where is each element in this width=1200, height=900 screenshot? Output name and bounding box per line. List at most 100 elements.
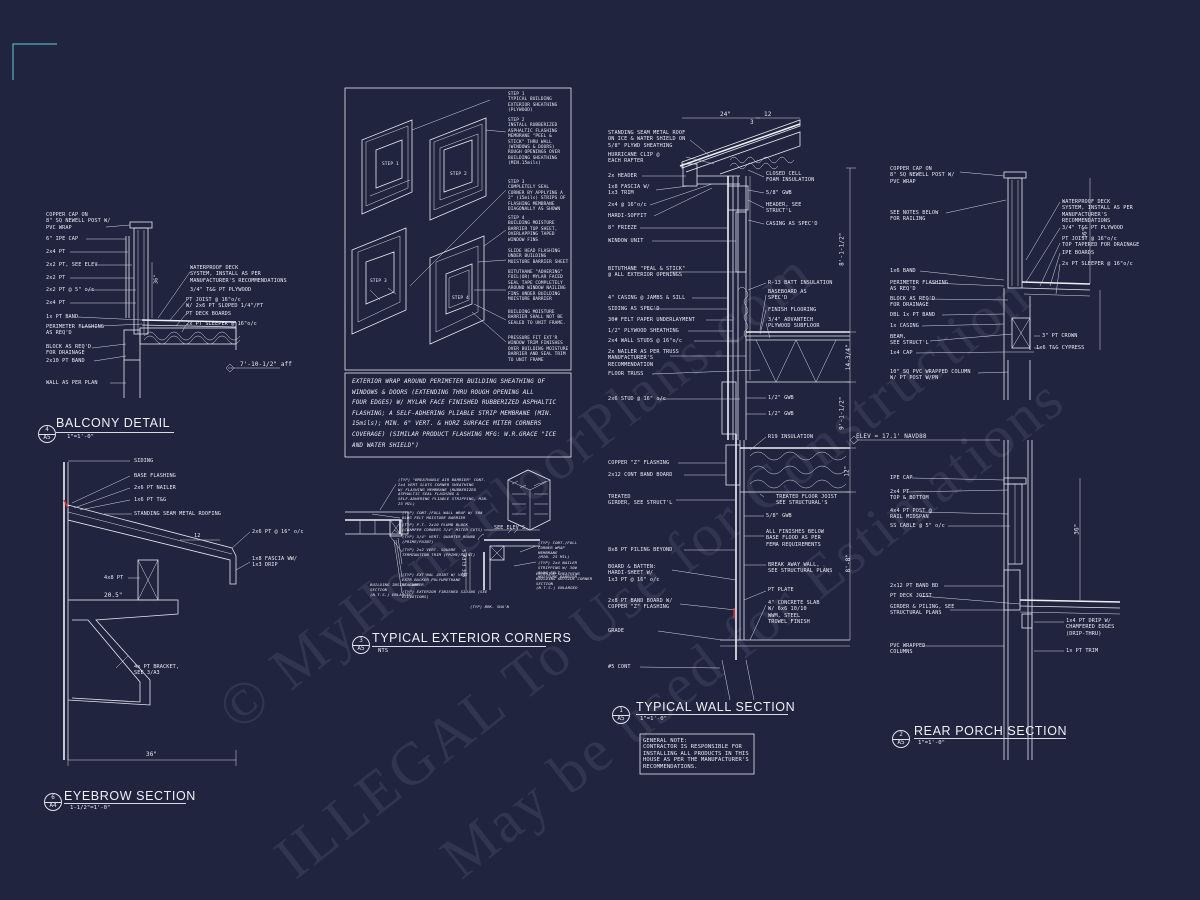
eyebrow-dim-20-5: 20.5" [104, 592, 123, 599]
step-label-1: STEP 1 [382, 162, 399, 167]
wall-dim-band: 12" [843, 465, 851, 477]
eyebrow-note-metal-roofing: STANDING SEAM METAL ROOFING [134, 511, 222, 517]
wall-note-piling: 8x8 PT PILING BEYOND [608, 547, 673, 553]
corner-note-corner-wrap: (TYP) CONT./FULL CORNER WRAP MEMBRANE (M… [538, 540, 578, 560]
corners-bubble: 3 A5 [352, 636, 370, 654]
sheet-corner-mark [12, 43, 57, 80]
wall-dim-upper-height: 8'-1-1/2" [838, 232, 846, 266]
wall-note-subfloor: 3/4" ADVANTECH PLYWOOD SUBFLOOR [768, 317, 820, 330]
porch-note-column: 10" SQ PVC WRAPPED COLUMN W/ PT POST W/P… [890, 369, 971, 382]
porch-drawing [905, 171, 1121, 760]
porch-note-block: BLOCK AS REQ'D FOR DRAINAGE [890, 296, 936, 309]
porch-note-pt-joist: PT JOIST @ 16"o/c TOP TAPERED FOR DRAINA… [1062, 236, 1140, 249]
wall-note-nailer: 2x NAILER AS PER TRUSS MANUFACTURER'S RE… [608, 349, 679, 368]
eyebrow-dim-36: 36" [146, 751, 158, 758]
step-note-2: STEP 2 INSTALL RUBBERIZED ASPHALTIC FLAS… [508, 118, 561, 167]
wall-dim-break-wall: 8'-8" [845, 553, 853, 573]
wall-note-casing-spec: CASING AS SPEC'D [766, 221, 818, 227]
eyebrow-section-sheet: A4 [49, 802, 57, 809]
wall-dim-12: 12 [764, 111, 772, 118]
porch-note-plywood: 3/4" T&G PT PLYWOOD [1062, 225, 1124, 231]
wall-note-2x6-stud: 2x6 STUD @ 16" o/c [608, 396, 667, 402]
step-label-2: STEP 2 [450, 172, 467, 177]
porch-note-beam: BEAM, SEE STRUCT'L [890, 334, 929, 347]
porch-note-deck-joist: PT DECK JOIST [890, 593, 932, 599]
wall-note-fema: ALL FINISHES BELOW BASE FLOOD AS PER FEM… [766, 529, 825, 548]
balcony-note-2x2-pt: 2x2 PT [46, 275, 66, 281]
porch-note-casing: 1x CASING [890, 323, 920, 329]
porch-section-scale: 1"=1'-0" [918, 740, 945, 746]
eyebrow-drawing [63, 460, 251, 766]
wall-section-scale: 1"=1'-0" [640, 716, 667, 722]
eyebrow-dim-12: 12 [194, 533, 201, 539]
wall-note-r13: R-13 BATT INSULATION [768, 280, 833, 286]
porch-section-bubble: 2 A5 [892, 730, 910, 748]
wall-note-grade: GRADE [608, 628, 625, 634]
porch-note-ipe-boards: IPE BOARDS [1062, 250, 1095, 256]
wall-dim-24: 24" [720, 111, 732, 118]
corner-see-elevs: SEE ELEV'S [494, 525, 526, 531]
corner-note-quarter-round: (TYP) 5/4" VERT. QUARTER ROUND (PRIME/PA… [402, 534, 476, 544]
balcony-note-wall-as-per-plan: WALL AS PER PLAN [46, 380, 98, 386]
wall-note-baseboard: BASEBOARD AS SPEC'D [768, 289, 807, 302]
eyebrow-note-siding: SIDING [134, 458, 154, 464]
balcony-note-sleeper: 2x PT SLEEPER @ 16"o/c [186, 321, 257, 327]
eyebrow-note-bracket: 4x PT BRACKET, SEE 3/A3 [134, 664, 180, 677]
wall-note-girder: TREATED GIRDER, SEE STRUCT'L [608, 494, 673, 507]
balcony-detail-bubble: 4 A5 [38, 425, 56, 443]
step-note-1: STEP 1 TYPICAL BUILDING EXTERIOR SHEATHI… [508, 92, 558, 114]
wall-note-break-away: BREAK AWAY WALL, SEE STRUCTURAL PLANS [768, 562, 833, 575]
balcony-dim-36: 36" [153, 274, 160, 285]
wall-dim-floor-depth: 14-3/4" [844, 344, 852, 371]
wall-note-pt-band: 2x8 PT BAND BOARD W/ COPPER "Z" FLASHING [608, 598, 673, 611]
step-note-6: BITUTHANE "ADHERING" FOIL(OR) MYLAR FACE… [508, 270, 566, 303]
balcony-elevation-aff: 7'-10-1/2" aff [240, 361, 292, 368]
porch-note-ss-cable: SS CABLE @ 5" o/c [890, 523, 945, 529]
wall-elevation-navd88: ELEV = 17.1' NAVD88 [856, 433, 927, 440]
corners-number: 3 [359, 637, 363, 644]
wall-note-floor-joist: TREATED FLOOR JOIST SEE STRUCTURAL'S [776, 494, 838, 507]
corner-note-wall-wrap: (TYP) CONT./FULL WALL WRAP W/ 30# BLDG F… [402, 510, 483, 520]
wall-note-gwb-half-1: 1/2" GWB [768, 395, 794, 401]
porch-note-pvc-columns: PVC WRAPPED COLUMNS [890, 643, 926, 656]
wall-dim-lower-height: 9'-1-1/2" [838, 396, 846, 430]
balcony-note-plywood: 3/4" T&G PT PLYWOOD [190, 287, 252, 293]
corner-note-sealant: (TYP) EXT'NAL JOINT W/ VERT EXTR BACKER … [402, 572, 468, 587]
step-note-7: BUILDING MOISTURE BARRIER SHALL NOT BE S… [508, 310, 566, 326]
step-label-3: STEP 3 [370, 279, 387, 284]
corner-note-plumb-block: (TYP) P.T. 2x10 PLUMB BLOCK (CHAMFER COR… [402, 522, 483, 532]
wall-note-hurricane-clip: HURRICANE CLIP @ EACH RAFTER [608, 152, 660, 165]
balcony-note-1x-pt-band: 1x PT BAND [46, 314, 79, 320]
wall-dim-3: 3 [750, 119, 754, 126]
corner-outside-caption: EXTERIOR SHEATHING BUILDING OUTSIDE CORN… [536, 571, 593, 591]
corner-see-elevs-side: SEE ELEV'S [462, 549, 468, 578]
eyebrow-section-title: EYEBROW SECTION [64, 789, 196, 803]
step-note-3: STEP 3 COMPLETELY SEAL CORNER BY APPLYIN… [508, 180, 566, 213]
balcony-drawing [70, 221, 280, 398]
balcony-note-2x4-pt-lower: 2x4 PT [46, 300, 66, 306]
porch-note-1x6-band: 1x6 BAND [890, 268, 916, 274]
wall-note-gwb-58: 5/8" GWB [766, 190, 792, 196]
corner-note-nailer: (TYP) 2x4 NAILER STRIPPING W/ 30# BLDG F… [538, 560, 578, 580]
balcony-note-2x2-see-elev: 2x2 PT, SEE ELEV [46, 262, 98, 268]
step-note-8: PRESSURE FIT EXT'R WINDOW TRIM FINISHES … [508, 336, 569, 363]
balcony-note-perimeter-flashing: PERIMETER FLASHING AS REQ'D [46, 324, 105, 337]
wall-note-slab: 4" CONCRETE SLAB W/ 6x6 10/10 WWM, STEEL… [768, 600, 820, 626]
step-note-5: SLIDE HEAD FLASHING UNDER BUILDING MOIST… [508, 249, 569, 265]
corner-note-termination-trim: (TYP) 2x2 VERT. SQUARE TERMINATION TRIM … [402, 547, 476, 557]
porch-section-number: 2 [899, 731, 903, 738]
porch-note-crown: 3" PT CROWN [1042, 333, 1078, 339]
wall-note-hardi-soffit: HARDI-SOFFIT [608, 213, 647, 219]
wall-note-studs: 2x4 WALL STUDS @ 16"o/c [608, 338, 683, 344]
corners-title: TYPICAL EXTERIOR CORNERS [372, 631, 572, 645]
porch-note-perimeter-flashing: PERIMETER FLASHING AS REQ'D [890, 280, 949, 293]
balcony-detail-sheet: A5 [43, 434, 51, 441]
porch-note-dbl-band: DBL 1x PT BAND [890, 312, 936, 318]
wall-note-sheathing: 1/2" PLYWOOD SHEATHING [608, 328, 679, 334]
porch-note-sleeper: 2x PT SLEEPER @ 16"o/c [1062, 261, 1133, 267]
wall-note-fascia: 1x8 FASCIA W/ 1x3 TRIM [608, 184, 650, 197]
wall-note-bituthane: BITUTHANE "PEAL & STICK" @ ALL EXTERIOR … [608, 266, 686, 279]
balcony-note-pt-joist: PT JOIST @ 16"o/c W/ 2x6 PT SLOPED 1/4"/… [186, 297, 264, 310]
porch-note-pt-trim: 1x PT TRIM [1066, 648, 1099, 654]
